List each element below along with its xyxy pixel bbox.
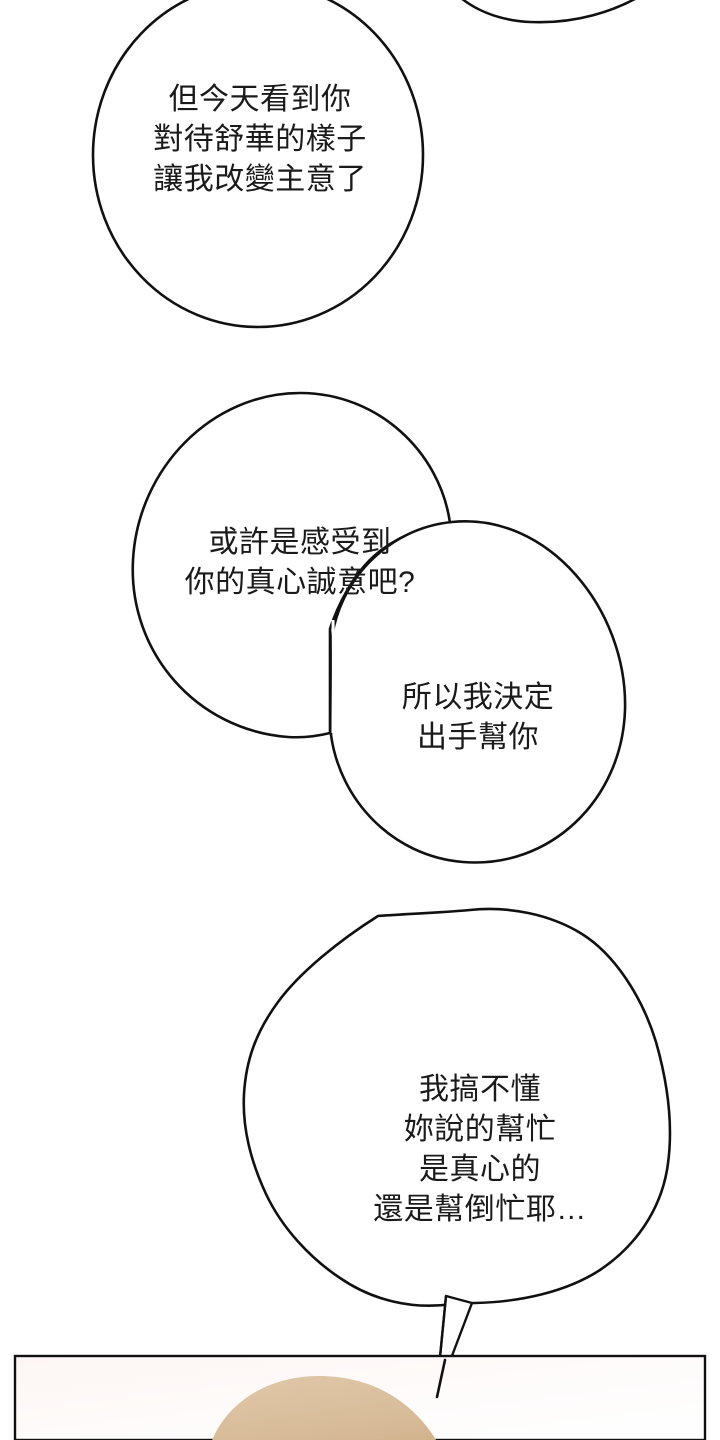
- speech-bubble-1: [91, 0, 425, 329]
- bottom-panel: [13, 1354, 707, 1440]
- speech-bubble-2: [131, 391, 452, 739]
- speech-bubble-3: [329, 520, 627, 864]
- speech-bubble-4: [242, 907, 672, 1400]
- bubble-tail-into-panel: [435, 1358, 447, 1399]
- character-head: [212, 1376, 437, 1440]
- speech-bubble-partial-top: [461, 0, 636, 24]
